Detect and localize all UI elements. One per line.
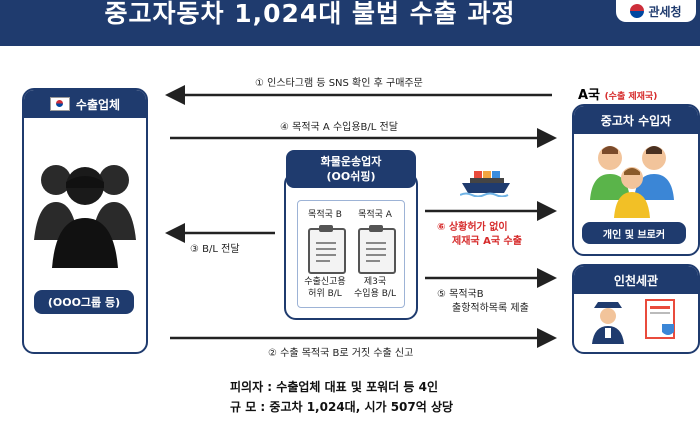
arrow-1-label: ① 인스타그램 등 SNS 확인 후 구매주문: [255, 78, 423, 89]
suspect-group-icon: [34, 165, 136, 268]
page-title: 중고자동차 1,024대 불법 수출 과정: [104, 0, 516, 28]
doc-b-label: 목적국 B: [308, 210, 342, 220]
agency-name: 관세청: [648, 4, 682, 19]
country-a-note: (수출 제재국): [604, 92, 658, 102]
doc-a-label: 목적국 A: [358, 210, 392, 220]
arrow-6-label-1: ⑥ 상황허가 없이: [437, 222, 508, 233]
exporter-header: 수출업체: [24, 90, 146, 118]
customs-officer-icon: [592, 302, 624, 344]
taeguk-icon: [630, 4, 645, 18]
arrow-5-label-2: 출항적하목록 제출: [452, 303, 529, 314]
forwarder-company: (OO쉬핑): [326, 170, 376, 183]
arrow-3-label: ③ B/L 전달: [190, 244, 240, 255]
arrow-2-label: ② 수출 목적국 B로 거짓 수출 신고: [268, 348, 414, 359]
summary-scale: 규 모 : 중고차 1,024대, 시가 507억 상당: [230, 400, 454, 414]
title-banner: 중고자동차 1,024대 불법 수출 과정: [0, 0, 700, 46]
summary-suspects: 피의자 : 수출업체 대표 및 포워더 등 4인: [230, 380, 438, 394]
manifest-document-icon: [645, 299, 675, 339]
customs-panel: 인천세관: [572, 264, 700, 354]
customs-header: 인천세관: [574, 266, 698, 294]
buyers-icon: [590, 146, 674, 218]
false-bl-document-icon: [308, 225, 346, 274]
arrow-6-label-2: 제재국 A국 수출: [452, 236, 522, 247]
exporter-title: 수출업체: [75, 97, 121, 112]
importer-header: 중고차 수입자: [574, 106, 698, 134]
country-a-name: A국: [578, 88, 601, 103]
cargo-ship-icon: [460, 171, 510, 197]
exporter-panel: 수출업체 (OOO그룹 등): [22, 88, 148, 354]
forwarder-title: 화물운송업자: [320, 155, 382, 168]
import-bl-document-icon: [358, 225, 396, 274]
arrow-4-label: ④ 목적국 A 수입용B/L 전달: [280, 122, 398, 133]
bl-documents-box: [297, 200, 405, 308]
arrow-5-label-1: ⑤ 목적국B: [437, 289, 484, 300]
importer-panel: 중고차 수입자 개인 및 브로커: [572, 104, 700, 256]
importer-type-label: 개인 및 브로커: [582, 222, 686, 244]
agency-logo: 관세청: [616, 0, 696, 22]
country-a-label: A국 (수출 제재국): [578, 84, 657, 103]
forwarder-header: 화물운송업자 (OO쉬핑): [286, 150, 416, 188]
korea-flag-icon: [49, 97, 70, 111]
exporter-group-label: (OOO그룹 등): [34, 290, 134, 314]
